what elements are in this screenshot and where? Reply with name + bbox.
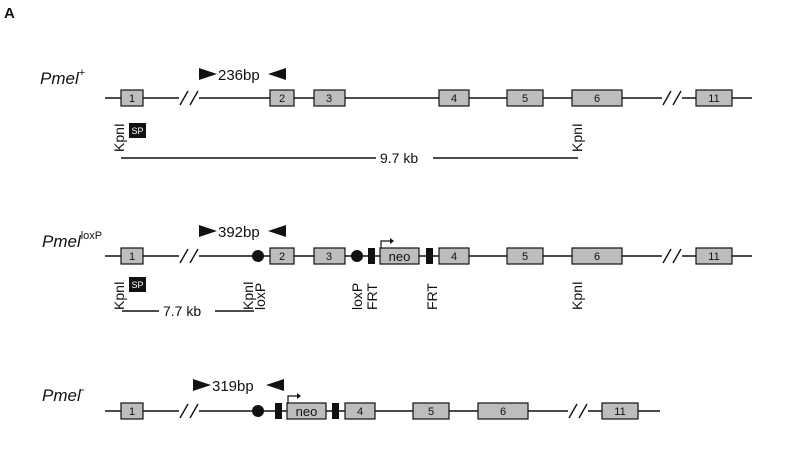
- floxed-loxp-site-1-icon: [252, 250, 264, 262]
- wildtype-allele: Pmel+ 1 2 3 4 5 6 11 236bp KpnI SP: [40, 67, 752, 166]
- floxed-allele-name: PmelloxP: [42, 230, 102, 251]
- floxed-neo-promoter-arrow-icon: [380, 240, 390, 248]
- floxed-break-1: [179, 244, 199, 268]
- wildtype-exon-label-5: 5: [522, 93, 528, 105]
- knockout-frt-site-1-icon: [275, 403, 282, 419]
- floxed-reverse-primer-icon: [268, 225, 286, 237]
- wildtype-break-1: [179, 86, 199, 110]
- floxed-signal-peptide-label: SP: [131, 280, 143, 290]
- floxed-loxp-1-label: loxP: [252, 283, 268, 310]
- floxed-primer-size: 392bp: [218, 224, 260, 241]
- wildtype-distance-label: 9.7 kb: [380, 150, 418, 166]
- knockout-break-2: [568, 399, 588, 423]
- floxed-exon-label-2: 2: [279, 251, 285, 263]
- wildtype-exon-5: [506, 89, 544, 107]
- knockout-reverse-primer-icon: [266, 379, 284, 391]
- wildtype-exon-label-6: 6: [594, 93, 600, 105]
- wildtype-exon-1: [120, 89, 144, 107]
- floxed-break-2: [662, 244, 682, 268]
- wildtype-exon-label-2: 2: [279, 93, 285, 105]
- knockout-exon-label-11: 11: [614, 406, 625, 418]
- knockout-exon-4: [344, 402, 376, 420]
- wildtype-exon-label-11: 11: [708, 93, 719, 105]
- knockout-exon-label-4: 4: [357, 406, 363, 418]
- wildtype-break-2: [662, 86, 682, 110]
- wildtype-exon-3: [313, 89, 346, 107]
- wildtype-exon-label-4: 4: [451, 93, 457, 105]
- wildtype-kpni-left-label: KpnI: [111, 123, 127, 152]
- floxed-exon-11: [695, 247, 733, 265]
- wildtype-kpni-right-label: KpnI: [569, 123, 585, 152]
- floxed-exon-label-1: 1: [129, 251, 135, 263]
- knockout-exon-label-5: 5: [428, 406, 434, 418]
- floxed-distance-label: 7.7 kb: [163, 303, 201, 319]
- floxed-exon-label-6: 6: [594, 251, 600, 263]
- wildtype-exon-2: [269, 89, 295, 107]
- floxed-kpni-1-label: KpnI: [111, 281, 127, 310]
- floxed-loxp-site-2-icon: [351, 250, 363, 262]
- knockout-primer-size: 319bp: [212, 378, 254, 395]
- knockout-neo-label: neo: [296, 404, 318, 419]
- wildtype-primer-size: 236bp: [218, 67, 260, 84]
- floxed-kpni-3-label: KpnI: [569, 281, 585, 310]
- floxed-exon-label-4: 4: [451, 251, 457, 263]
- knockout-exon-5: [412, 402, 450, 420]
- floxed-exon-3: [313, 247, 346, 265]
- floxed-frt-2-label: FRT: [424, 283, 440, 310]
- knockout-allele: Pmel- 1 neo 4 5 6 11 319bp: [42, 378, 660, 423]
- floxed-frt-site-1-icon: [368, 248, 375, 264]
- wildtype-signal-peptide-box: [129, 123, 146, 138]
- floxed-exon-4: [438, 247, 470, 265]
- floxed-frt-1-label: FRT: [364, 283, 380, 310]
- floxed-signal-peptide-box: [129, 277, 146, 292]
- floxed-neo-cassette: [379, 247, 420, 265]
- knockout-forward-primer-icon: [193, 379, 211, 391]
- floxed-exon-label-3: 3: [326, 251, 332, 263]
- wildtype-reverse-primer-icon: [268, 68, 286, 80]
- knockout-neo-promoter-arrow-icon: [287, 395, 297, 403]
- wildtype-exon-label-1: 1: [129, 93, 135, 105]
- wildtype-exon-11: [695, 89, 733, 107]
- floxed-exon-6: [571, 247, 623, 265]
- knockout-break-1: [179, 399, 199, 423]
- knockout-exon-label-6: 6: [500, 406, 506, 418]
- floxed-kpni-2-label: KpnI: [240, 281, 256, 310]
- knockout-exon-11: [601, 402, 639, 420]
- floxed-neo-label: neo: [389, 249, 411, 264]
- knockout-exon-label-1: 1: [129, 406, 135, 418]
- floxed-forward-primer-icon: [199, 225, 217, 237]
- floxed-exon-2: [269, 247, 295, 265]
- wildtype-forward-primer-icon: [199, 68, 217, 80]
- floxed-allele: PmelloxP 1 2 3 neo 4 5 6 11: [42, 224, 752, 319]
- wildtype-exon-6: [571, 89, 623, 107]
- floxed-loxp-2-label: loxP: [349, 283, 365, 310]
- floxed-frt-site-2-icon: [426, 248, 433, 264]
- floxed-exon-1: [120, 247, 144, 265]
- wildtype-exon-label-3: 3: [326, 93, 332, 105]
- knockout-frt-site-2-icon: [332, 403, 339, 419]
- knockout-loxp-site-icon: [252, 405, 264, 417]
- wildtype-exon-4: [438, 89, 470, 107]
- knockout-neo-cassette: [286, 402, 327, 420]
- knockout-allele-name: Pmel-: [42, 384, 85, 405]
- wildtype-allele-name: Pmel+: [40, 67, 85, 88]
- knockout-exon-1: [120, 402, 144, 420]
- knockout-exon-6: [477, 402, 529, 420]
- floxed-exon-5: [506, 247, 544, 265]
- panel-label: A: [4, 5, 15, 22]
- floxed-exon-label-11: 11: [708, 251, 719, 263]
- floxed-exon-label-5: 5: [522, 251, 528, 263]
- wildtype-signal-peptide-label: SP: [131, 126, 143, 136]
